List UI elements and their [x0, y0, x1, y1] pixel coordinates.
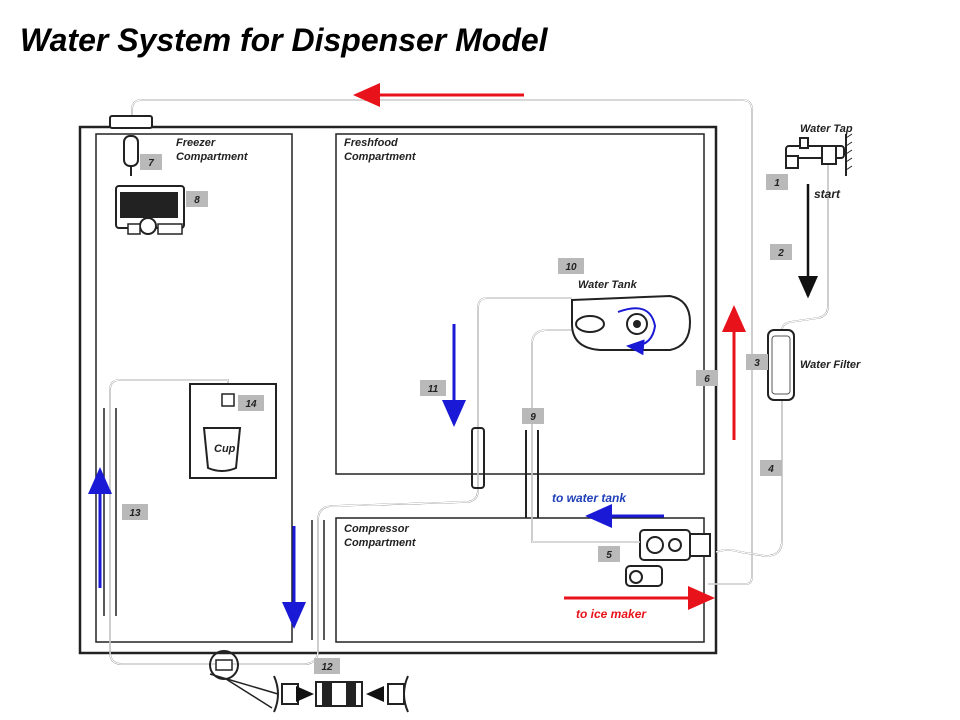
svg-text:8: 8	[194, 195, 200, 206]
freshfood-label-line1: Freshfood	[344, 137, 398, 149]
number-tag-7: 7	[140, 154, 162, 170]
svg-text:4: 4	[767, 464, 774, 475]
to-ice-maker-label: to ice maker	[576, 607, 647, 621]
svg-text:6: 6	[704, 374, 710, 385]
svg-text:2: 2	[777, 248, 784, 259]
slide-title: Water System for Dispenser Model	[20, 22, 548, 58]
inlet-valve-icon	[625, 529, 711, 587]
freezer-label-line1: Freezer	[176, 137, 216, 149]
start-label: start	[814, 187, 841, 201]
svg-text:9: 9	[530, 412, 536, 423]
number-tag-13: 13	[122, 504, 148, 520]
svg-text:3: 3	[754, 358, 760, 369]
number-tag-5: 5	[598, 546, 620, 562]
water-tank-icon	[571, 294, 692, 356]
svg-text:13: 13	[129, 508, 141, 519]
ice-maker-fitting	[109, 115, 153, 129]
svg-text:7: 7	[148, 158, 154, 169]
number-tag-1: 1	[766, 174, 788, 190]
freshfood-label-line2: Compartment	[344, 151, 417, 163]
water-tap-icon	[785, 133, 853, 176]
coupling-detail-icon	[209, 650, 409, 713]
number-tag-3: 3	[746, 354, 768, 370]
cup-label: Cup	[214, 443, 236, 455]
number-tag-9: 9	[522, 408, 544, 424]
compressor-label-line1: Compressor	[344, 523, 410, 535]
svg-text:10: 10	[565, 262, 577, 273]
number-tag-6: 6	[696, 370, 718, 386]
svg-text:12: 12	[321, 662, 333, 673]
filter-to-valve-pipe	[715, 400, 783, 557]
water-filter-label: Water Filter	[800, 359, 861, 371]
svg-text:5: 5	[606, 550, 612, 561]
svg-text:14: 14	[245, 399, 257, 410]
number-tag-12: 12	[314, 658, 340, 674]
number-tag-10: 10	[558, 258, 584, 274]
number-tag-11: 11	[420, 380, 446, 396]
svg-text:11: 11	[428, 384, 439, 395]
svg-text:1: 1	[774, 178, 780, 189]
freezer-label-line2: Compartment	[176, 151, 249, 163]
water-tap-label: Water Tap	[800, 123, 853, 135]
number-tag-14: 14	[238, 395, 264, 411]
compressor-label-line2: Compartment	[344, 537, 417, 549]
to-water-tank-label: to water tank	[552, 491, 627, 505]
water-tank-label: Water Tank	[578, 279, 638, 291]
number-tag-8: 8	[186, 191, 208, 207]
cup-icon	[202, 427, 242, 472]
dispenser-nozzle-icon	[221, 393, 235, 407]
ice-maker-icon	[123, 135, 139, 176]
ice-bucket-icon	[115, 185, 185, 235]
number-tag-2: 2	[770, 244, 792, 260]
number-tag-4: 4	[760, 460, 782, 476]
